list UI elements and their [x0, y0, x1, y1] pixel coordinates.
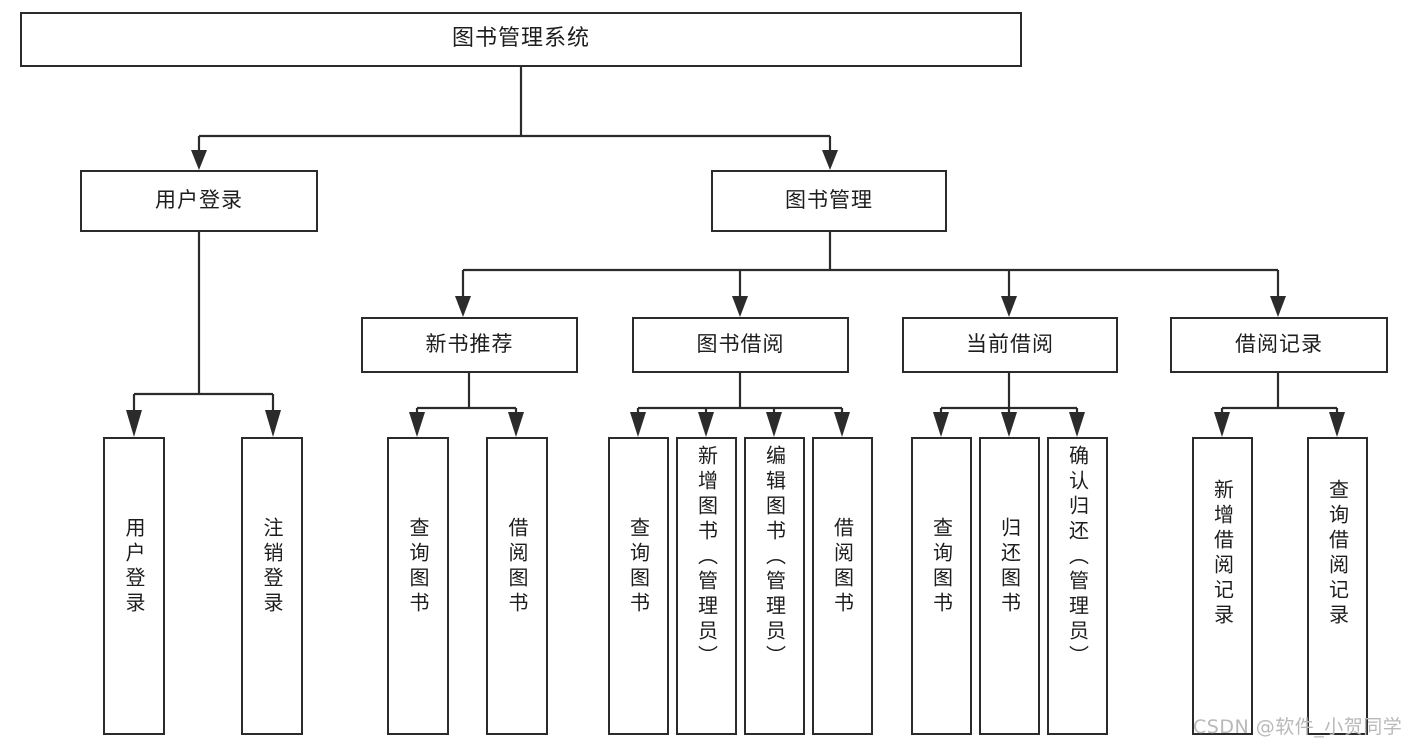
arrow-leaf-query-book-1	[409, 412, 425, 437]
leaf-return-book[interactable]: 归还图书	[979, 437, 1040, 735]
leaf-return-book-label: 归还图书	[997, 517, 1022, 617]
leaf-borrow-book-2[interactable]: 借阅图书	[812, 437, 873, 735]
leaf-edit-book[interactable]: 编辑图书（管理员）	[744, 437, 805, 735]
arrow-leaf-logout	[265, 410, 281, 437]
node-book-manage[interactable]: 图书管理	[711, 170, 947, 232]
node-new-book-rec[interactable]: 新书推荐	[361, 317, 578, 373]
arrow-leaf-add-record	[1214, 412, 1230, 437]
leaf-user-login-label: 用户登录	[122, 517, 146, 617]
arrow-leaf-edit-book	[766, 412, 782, 437]
node-book-borrow-label: 图书借阅	[696, 332, 785, 357]
leaf-query-book-2[interactable]: 查询图书	[608, 437, 669, 735]
arrow-borrow-record	[1270, 296, 1286, 317]
leaf-confirm-return[interactable]: 确认归还（管理员）	[1047, 437, 1108, 735]
leaf-query-book-2-label: 查询图书	[626, 517, 651, 617]
leaf-borrow-book-1-label: 借阅图书	[505, 517, 529, 617]
node-root[interactable]: 图书管理系统	[20, 12, 1022, 67]
leaf-add-record[interactable]: 新增借阅记录	[1192, 437, 1253, 735]
node-root-label: 图书管理系统	[451, 26, 590, 52]
leaf-add-book-label: 新增图书（管理员）	[694, 445, 719, 670]
leaf-logout[interactable]: 注销登录	[241, 437, 303, 735]
arrow-leaf-return-book	[1001, 412, 1017, 437]
leaf-borrow-book-2-label: 借阅图书	[830, 517, 855, 617]
node-current-borrow[interactable]: 当前借阅	[902, 317, 1118, 373]
arrow-leaf-confirm-return	[1069, 412, 1085, 437]
leaf-add-book[interactable]: 新增图书（管理员）	[676, 437, 737, 735]
node-borrow-record[interactable]: 借阅记录	[1170, 317, 1388, 373]
arrow-leaf-query-record	[1329, 412, 1345, 437]
leaf-query-record[interactable]: 查询借阅记录	[1307, 437, 1368, 735]
node-book-manage-label: 图书管理	[785, 188, 873, 213]
node-new-book-rec-label: 新书推荐	[425, 332, 514, 357]
arrow-book-manage	[822, 150, 838, 170]
leaf-add-record-label: 新增借阅记录	[1210, 479, 1235, 629]
leaf-query-book-1-label: 查询图书	[406, 517, 430, 617]
watermark: CSDN @软件_小贺同学	[1193, 716, 1403, 738]
leaf-query-book-3[interactable]: 查询图书	[911, 437, 972, 735]
node-borrow-record-label: 借阅记录	[1235, 332, 1323, 357]
node-user-login[interactable]: 用户登录	[80, 170, 318, 232]
leaf-query-record-label: 查询借阅记录	[1325, 479, 1350, 629]
arrow-new-book-rec	[455, 296, 471, 317]
arrow-book-borrow	[732, 296, 748, 317]
leaf-query-book-3-label: 查询图书	[929, 517, 954, 617]
arrow-leaf-add-book	[698, 412, 714, 437]
arrow-leaf-borrow-book-2	[834, 412, 850, 437]
leaf-borrow-book-1[interactable]: 借阅图书	[486, 437, 548, 735]
arrow-leaf-query-book-2	[630, 412, 646, 437]
arrow-leaf-query-book-3	[933, 412, 949, 437]
node-user-login-label: 用户登录	[155, 188, 243, 213]
arrow-leaf-borrow-book-1	[508, 412, 524, 437]
leaf-confirm-return-label: 确认归还（管理员）	[1065, 445, 1090, 670]
leaf-logout-label: 注销登录	[260, 517, 284, 617]
arrow-current-borrow	[1001, 296, 1017, 317]
node-current-borrow-label: 当前借阅	[966, 332, 1054, 357]
leaf-edit-book-label: 编辑图书（管理员）	[762, 445, 787, 670]
node-book-borrow[interactable]: 图书借阅	[632, 317, 849, 373]
leaf-query-book-1[interactable]: 查询图书	[387, 437, 449, 735]
arrow-user-login	[191, 150, 207, 170]
arrow-leaf-user-login	[126, 410, 142, 437]
leaf-user-login[interactable]: 用户登录	[103, 437, 165, 735]
